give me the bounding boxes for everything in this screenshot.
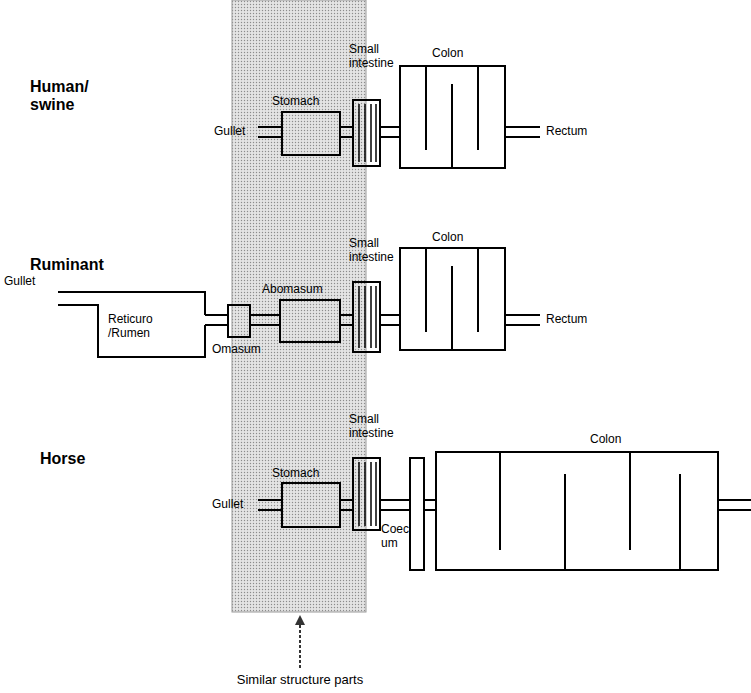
organ-label: Colon	[432, 46, 463, 60]
organ-label: Abomasum	[262, 282, 323, 296]
tube	[250, 315, 280, 325]
small-intestine-shape	[353, 100, 380, 166]
organ-label: Gullet	[214, 124, 245, 138]
species-heading: Human/ swine	[30, 78, 89, 114]
organ-label: Stomach	[272, 94, 319, 108]
rectum-tube	[505, 127, 540, 137]
tube	[380, 500, 410, 510]
tube	[205, 315, 228, 325]
tube	[340, 500, 353, 510]
gullet-tube	[258, 500, 282, 510]
caecum-shape	[410, 458, 424, 570]
organ-label: Colon	[590, 432, 621, 446]
organ-label: Colon	[432, 230, 463, 244]
stomach-shape	[282, 112, 340, 155]
colon-shape	[436, 452, 718, 570]
omasum-shape	[228, 305, 250, 337]
abomasum-shape	[280, 300, 340, 342]
intestine-coils	[359, 286, 376, 348]
rectum-tube	[718, 500, 751, 510]
reticulo-rumen-shape	[58, 292, 205, 357]
organ-label: Omasum	[212, 342, 261, 356]
colon-shape	[400, 248, 505, 350]
organ-label: Rectum	[546, 312, 587, 326]
species-heading: Ruminant	[30, 256, 104, 274]
small-intestine-shape	[353, 458, 380, 530]
horse-tract	[258, 452, 751, 570]
organ-label: Gullet	[4, 274, 35, 288]
organ-label: Stomach	[272, 466, 319, 480]
band-caption: Similar structure parts	[237, 672, 363, 687]
tube	[424, 500, 436, 510]
organ-label: Small intestine	[349, 412, 394, 440]
colon-folds	[426, 66, 478, 168]
colon-shape	[400, 66, 505, 168]
organ-label: Rectum	[546, 124, 587, 138]
organ-label: Coec um	[381, 522, 409, 550]
tube	[380, 315, 400, 325]
organ-label: Reticuro /Rumen	[108, 312, 153, 340]
ruminant-tract	[58, 248, 540, 357]
intestine-coils	[359, 104, 376, 162]
organ-label: Small intestine	[349, 42, 394, 70]
organ-label: Gullet	[212, 497, 243, 511]
intestine-coils	[359, 462, 376, 526]
pointer-arrow	[299, 620, 301, 668]
stomach-shape	[282, 483, 340, 527]
tube	[340, 127, 353, 137]
gullet-tube	[258, 127, 282, 137]
tube	[340, 315, 353, 325]
human-tract	[258, 66, 540, 168]
tube	[380, 127, 400, 137]
rectum-tube	[505, 315, 540, 325]
organ-label: Small intestine	[349, 236, 394, 264]
small-intestine-shape	[353, 282, 380, 352]
colon-folds	[426, 248, 478, 350]
similar-structure-band	[232, 0, 366, 612]
colon-folds	[500, 452, 680, 570]
species-heading: Horse	[40, 450, 85, 468]
